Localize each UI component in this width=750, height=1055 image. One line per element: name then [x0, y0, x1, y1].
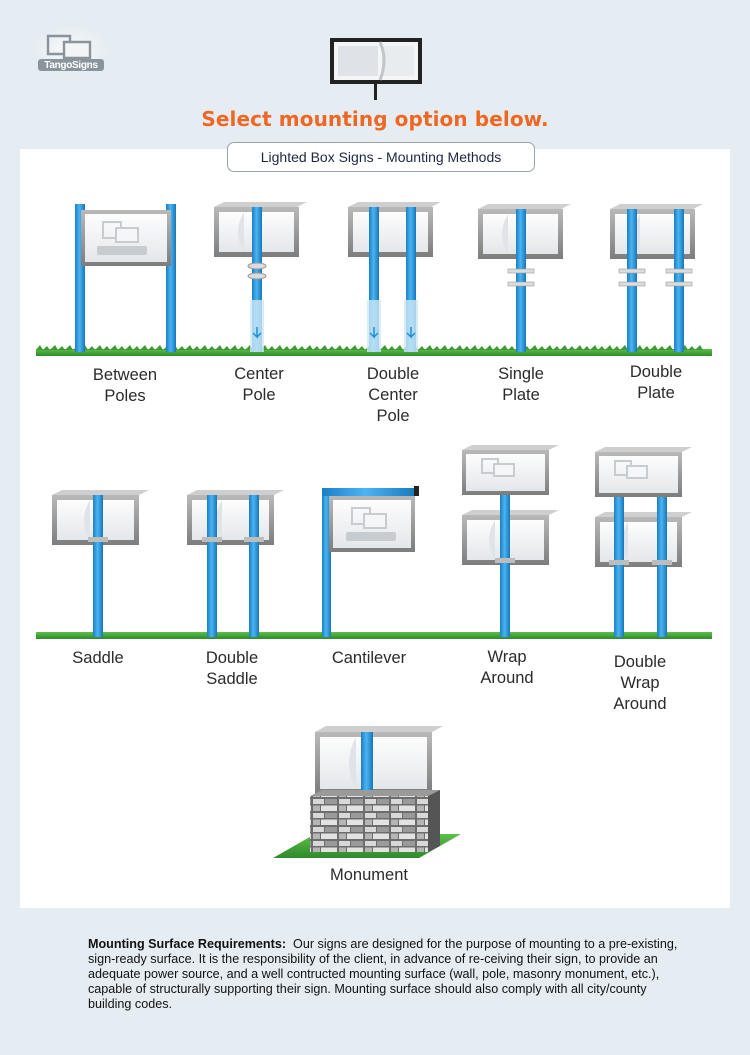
option-label-saddle[interactable]: Saddle — [72, 649, 124, 667]
illustration-double-saddle — [187, 490, 284, 637]
illustration-cantilever — [322, 486, 419, 637]
illustration-double-wrap-around — [595, 447, 692, 637]
illustration-saddle — [52, 490, 149, 637]
mounting-requirements: Mounting Surface Requirements: Our signs… — [88, 937, 678, 1012]
grass-row-2 — [36, 632, 712, 639]
option-label-double-center-pole[interactable]: Double Center Pole — [366, 365, 420, 425]
requirements-heading: Mounting Surface Requirements: — [88, 937, 287, 951]
option-label-monument[interactable]: Monument — [330, 866, 408, 884]
option-label-single-plate[interactable]: Single Plate — [498, 365, 544, 404]
illustration-center-pole — [214, 202, 307, 352]
requirements-body: Our signs are designed for the purpose o… — [88, 937, 678, 1011]
option-label-double-saddle[interactable]: Double Saddle — [205, 649, 259, 688]
panel-title: Lighted Box Signs - Mounting Methods — [227, 142, 535, 172]
page-headline: Select mounting option below. — [201, 107, 549, 131]
illustration-wrap-around — [462, 445, 559, 637]
illustration-monument — [273, 726, 461, 858]
tango-signs-logo-icon — [34, 28, 108, 76]
option-label-wrap-around[interactable]: Wrap Around — [480, 648, 534, 687]
tango-signs-logo[interactable] — [34, 28, 108, 76]
option-label-cantilever[interactable]: Cantilever — [331, 649, 407, 667]
option-label-double-plate[interactable]: Double Plate — [629, 363, 683, 402]
logo-text: TangoSigns — [44, 60, 98, 71]
option-label-center-pole[interactable]: Center Pole — [234, 365, 284, 404]
illustration-single-plate — [478, 204, 571, 352]
illustration-double-plate — [610, 204, 703, 352]
illustration-between-poles — [75, 204, 176, 352]
option-label-between-poles[interactable]: Between Poles — [92, 366, 158, 405]
sign-thumbnail — [330, 38, 422, 100]
option-label-double-wrap-around[interactable]: Double Wrap Around — [613, 653, 667, 713]
illustration-double-center-pole — [348, 202, 441, 352]
